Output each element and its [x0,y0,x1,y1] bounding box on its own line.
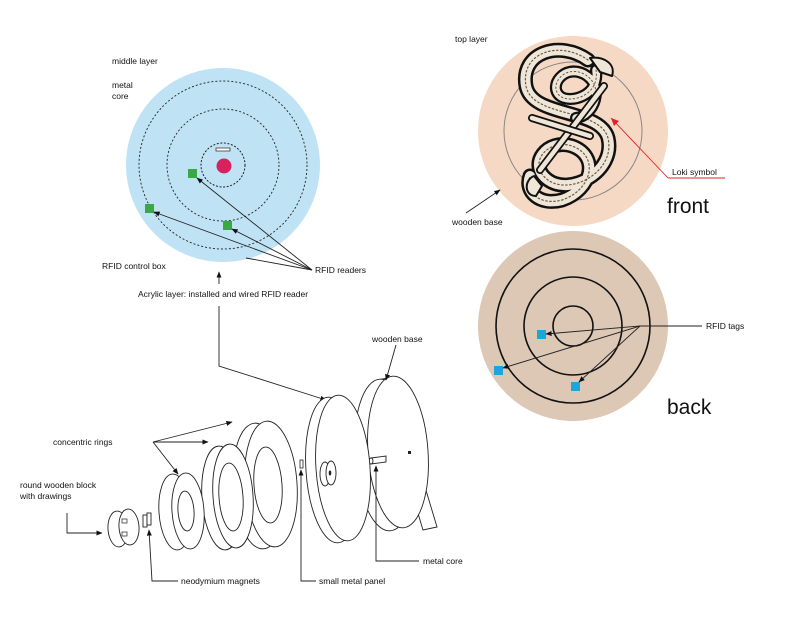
small-metal-panel-label: small metal panel [319,576,385,586]
rfid-tag-middle [571,382,580,391]
top-layer-title: top layer [455,34,488,44]
round-wooden-block-part [107,508,140,548]
tags-arrow-1 [545,325,641,337]
exploded-view-group: wooden base [19,306,463,586]
acrylic-to-disc-arrow [218,306,327,401]
exploded-metal-core-label: metal core [423,556,463,566]
loki-pointer [610,117,669,179]
magnets-arrow [146,529,178,582]
top-base-arrow [465,189,501,214]
rfid-tags-label: RFID tags [706,321,744,331]
back-layer-disc [478,231,668,421]
acrylic-disc-part [299,394,371,544]
middle-layer-title: middle layer [112,56,158,66]
loki-pointer-head [611,118,619,126]
readers-arrow-1 [196,177,313,271]
rfid-reader-middle [223,221,232,230]
small-metal-panel-part [299,459,304,469]
readers-tick [245,257,313,271]
concentric-ring-small [158,472,205,551]
reader-ring-middle [166,108,280,222]
metal-panel-slot [215,147,231,152]
tags-arrow-3 [578,325,641,383]
tags-arrow-2 [502,325,641,369]
block-arrow [66,513,103,536]
readers-arrow-3 [231,228,313,271]
loki-symbol-label: Loki symbol [672,167,717,177]
metal-core-dot [216,158,232,174]
neodymium-magnets-part [142,512,152,528]
rfid-control-box-label: RFID control box [102,261,167,271]
core-arrow [373,465,419,562]
exploded-wooden-base-label: wooden base [371,334,423,344]
reader-ring-inner [200,142,246,188]
loki-symbol-icon [517,42,617,209]
panel-arrow [298,469,316,582]
rfid-tag-inner [537,330,546,339]
base-label-arrow [385,344,397,381]
concentric-ring-large [232,420,298,550]
back-label: back [667,396,712,419]
tag-ring-inner [552,305,594,347]
neodymium-magnets-label: neodymium magnets [181,576,260,586]
tag-ring-middle [523,276,623,376]
front-label: front [667,195,709,218]
rfid-reader-inner [188,169,197,178]
rfid-readers-label: RFID readers [315,265,366,275]
reader-ring-outer [138,80,308,250]
concentric-rings-label: concentric rings [53,437,113,447]
concentric-ring-medium [201,443,254,551]
top-wooden-base-label: wooden base [451,217,503,227]
top-layer-group: top layer Loki symbol wooden base front [451,34,725,227]
readers-arrow-2 [153,211,313,271]
rfid-tag-outer [494,366,503,375]
rfid-reader-outer [145,204,154,213]
back-layer-group: RFID tags back [478,231,744,421]
acrylic-layer-label: Acrylic layer: installed and wired RFID … [138,289,308,299]
rings-arrow-3 [152,441,179,475]
rings-arrow-1 [152,420,233,443]
